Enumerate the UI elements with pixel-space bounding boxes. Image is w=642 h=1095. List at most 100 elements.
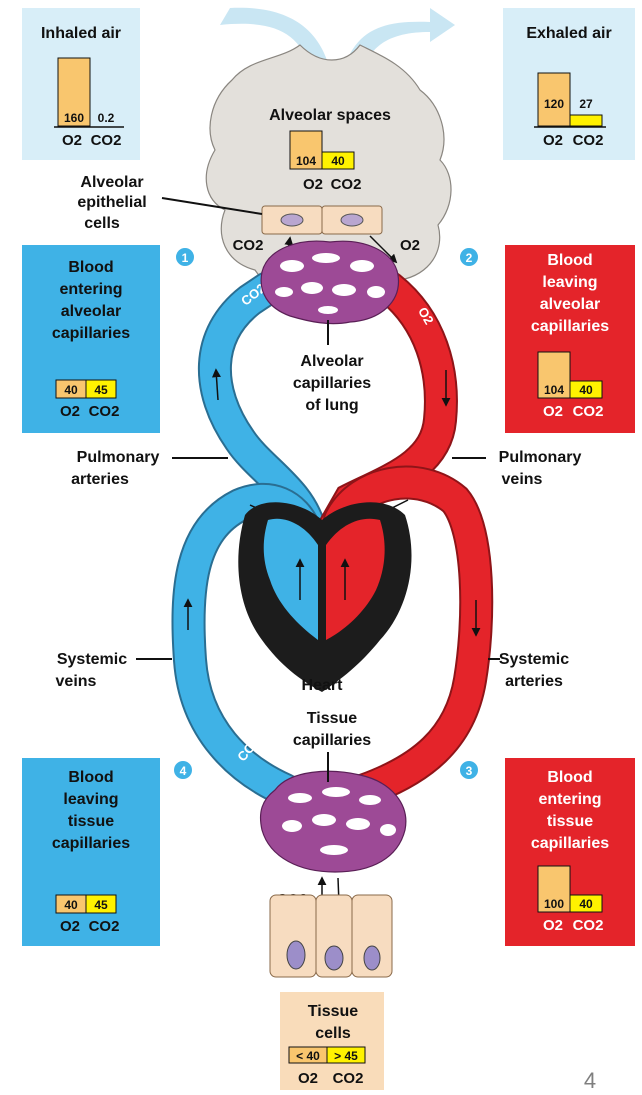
box2-line1: Blood	[547, 252, 592, 269]
box1-co2-value: 45	[94, 383, 108, 397]
systemic-arteries-label: Systemic arteries	[488, 651, 569, 690]
tis-cap-line2: capillaries	[293, 732, 371, 749]
tissue-o2-gas: O2	[298, 1070, 318, 1087]
box1-o2-label: O2	[60, 403, 80, 420]
epithelial-label-line2: epithelial	[77, 194, 146, 211]
exhaled-co2-value: 27	[579, 97, 593, 111]
sys-vein-line1: Systemic	[57, 651, 127, 668]
alveolar-spaces-title: Alveolar spaces	[269, 107, 391, 124]
box3-line2: entering	[538, 791, 601, 808]
box4-line1: Blood	[68, 769, 113, 786]
exhaled-air-title: Exhaled air	[526, 25, 611, 42]
inhaled-o2-value: 160	[64, 111, 84, 125]
box4-o2-value: 40	[64, 898, 78, 912]
inhaled-air-title: Inhaled air	[41, 25, 121, 42]
box1-line2: entering	[59, 281, 122, 298]
exhaled-co2-label: CO2	[573, 132, 604, 149]
box1-co2-label: CO2	[89, 403, 120, 420]
box4-co2-value: 45	[94, 898, 108, 912]
badge-3-number: 3	[466, 764, 473, 778]
box3-o2-value: 100	[544, 897, 564, 911]
tissue-title-line2: cells	[315, 1025, 351, 1042]
tissue-title-line1: Tissue	[308, 1003, 359, 1020]
inhaled-co2-label: CO2	[91, 132, 122, 149]
exhaled-o2-label: O2	[543, 132, 563, 149]
alveolar-capillaries-label: Alveolar capillaries of lung	[293, 353, 371, 414]
exhaled-air-panel: Exhaled air 120 27 O2 CO2	[503, 8, 635, 160]
alveolar-o2-value: 104	[296, 154, 316, 168]
box3-co2-label: CO2	[573, 917, 604, 934]
tissue-o2-value: < 40	[296, 1049, 320, 1063]
box4-o2-label: O2	[60, 918, 80, 935]
box-4-blood-leaving-tissue: Blood leaving tissue capillaries 40 45 O…	[22, 758, 160, 946]
tissue-capillaries-label: Tissue capillaries	[293, 710, 371, 749]
exhaled-o2-value: 120	[544, 97, 564, 111]
badge-3: 3	[459, 760, 479, 780]
badge-1-number: 1	[182, 251, 189, 265]
box-2-blood-leaving-alveolar: Blood leaving alveolar capillaries 104 4…	[505, 245, 635, 433]
badge-4-number: 4	[180, 764, 187, 778]
badge-2-number: 2	[466, 251, 473, 265]
box3-o2-label: O2	[543, 917, 563, 934]
badge-4: 4	[173, 760, 193, 780]
badge-1: 1	[175, 247, 195, 267]
vessel-o2-bottom: O2	[384, 733, 407, 755]
box-3-blood-entering-tissue: Blood entering tissue capillaries 100 40…	[505, 758, 635, 946]
box2-o2-label: O2	[543, 403, 563, 420]
tis-cap-line1: Tissue	[307, 710, 358, 727]
box2-line4: capillaries	[531, 318, 609, 335]
pulm-art-line2: arteries	[71, 471, 129, 488]
box2-co2-value: 40	[579, 383, 593, 397]
box3-line1: Blood	[547, 769, 592, 786]
pulmonary-veins-label: Pulmonary veins	[452, 449, 581, 488]
box3-line3: tissue	[547, 813, 593, 830]
box4-line4: capillaries	[52, 835, 130, 852]
epithelial-label-line1: Alveolar	[80, 174, 143, 191]
pulm-art-line1: Pulmonary	[77, 449, 160, 466]
badge-2: 2	[459, 247, 479, 267]
box-1-blood-entering-alveolar: Blood entering alveolar capillaries 40 4…	[22, 245, 160, 433]
box2-line3: alveolar	[540, 296, 600, 313]
page-number: 4	[584, 1068, 596, 1093]
epithelial-cells	[262, 206, 382, 234]
box4-line3: tissue	[68, 813, 114, 830]
box2-o2-value: 104	[544, 383, 564, 397]
box4-co2-label: CO2	[89, 918, 120, 935]
box1-line1: Blood	[68, 259, 113, 276]
box1-line3: alveolar	[61, 303, 121, 320]
sys-vein-line2: veins	[56, 673, 97, 690]
inhaled-air-panel: Inhaled air 160 0.2 O2 CO2	[22, 8, 140, 160]
epithelial-label-line3: cells	[84, 215, 120, 232]
box1-line4: capillaries	[52, 325, 130, 342]
sys-art-line2: arteries	[505, 673, 563, 690]
heart	[238, 502, 411, 692]
box4-line2: leaving	[63, 791, 118, 808]
pulmonary-arteries-label: Pulmonary arteries	[71, 449, 228, 488]
lung-co2-label: CO2	[233, 237, 264, 254]
alveolar-co2-value: 40	[331, 154, 345, 168]
alv-cap-line1: Alveolar	[300, 353, 363, 370]
tissue-cells-panel: Tissue cells < 40 > 45 O2 CO2	[280, 992, 384, 1090]
tissue-cells-graphic	[270, 895, 392, 977]
box2-co2-label: CO2	[573, 403, 604, 420]
box3-line4: capillaries	[531, 835, 609, 852]
lung-capillaries	[261, 241, 398, 345]
tissue-co2-value: > 45	[334, 1049, 358, 1063]
alv-cap-line2: capillaries	[293, 375, 371, 392]
box3-co2-value: 40	[579, 897, 593, 911]
box1-o2-value: 40	[64, 383, 78, 397]
systemic-veins-label: Systemic veins	[56, 651, 172, 690]
alv-cap-line3: of lung	[305, 397, 358, 414]
alveolar-co2-label: CO2	[331, 176, 362, 193]
inhaled-co2-value: 0.2	[98, 111, 115, 125]
box2-line2: leaving	[542, 274, 597, 291]
tissue-co2-gas: CO2	[333, 1070, 364, 1087]
inhaled-o2-label: O2	[62, 132, 82, 149]
pulm-vein-line1: Pulmonary	[499, 449, 582, 466]
heart-label: Heart	[302, 677, 344, 694]
lung-o2-label: O2	[400, 237, 420, 254]
alveolar-o2-label: O2	[303, 176, 323, 193]
sys-art-line1: Systemic	[499, 651, 569, 668]
pulm-vein-line2: veins	[502, 471, 543, 488]
